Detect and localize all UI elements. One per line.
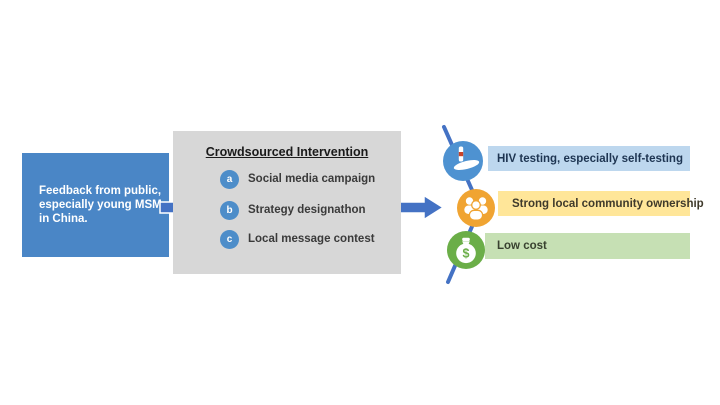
intervention-item-b: b Strategy designathon xyxy=(220,200,366,220)
self-test-kit-icon xyxy=(453,146,480,170)
item-label-b: Strategy designathon xyxy=(248,204,366,216)
feedback-box: Feedback from public, especially young M… xyxy=(22,153,169,257)
item-marker-c: c xyxy=(220,229,239,249)
feedback-line-2: especially young MSM xyxy=(39,199,162,211)
svg-text:$: $ xyxy=(463,247,470,261)
item-label-a: Social media campaign xyxy=(248,173,376,185)
feedback-line-1: Feedback from public, xyxy=(39,185,162,197)
community-people-icon xyxy=(464,197,488,221)
intervention-box: Crowdsourced Intervention a Social media… xyxy=(173,131,401,274)
outcome-label-lowcost: Low cost xyxy=(485,233,690,259)
intervention-item-c: c Local message contest xyxy=(220,229,375,249)
feedback-line-3: in China. xyxy=(39,213,88,225)
outcome-circle-hiv xyxy=(443,141,483,181)
outcome-circle-community xyxy=(457,189,495,227)
flow-arrow-right-icon xyxy=(396,194,445,221)
outcome-circle-lowcost: $ xyxy=(447,231,485,269)
outcome-label-community: Strong local community ownership xyxy=(498,191,704,216)
item-label-c: Local message contest xyxy=(248,233,375,245)
money-bag-icon: $ xyxy=(456,237,476,264)
item-marker-a: a xyxy=(220,169,239,189)
item-marker-b: b xyxy=(220,200,239,220)
intervention-item-a: a Social media campaign xyxy=(220,169,375,189)
intervention-title: Crowdsourced Intervention xyxy=(205,145,369,159)
outcome-label-hiv: HIV testing, especially self-testing xyxy=(488,146,690,171)
